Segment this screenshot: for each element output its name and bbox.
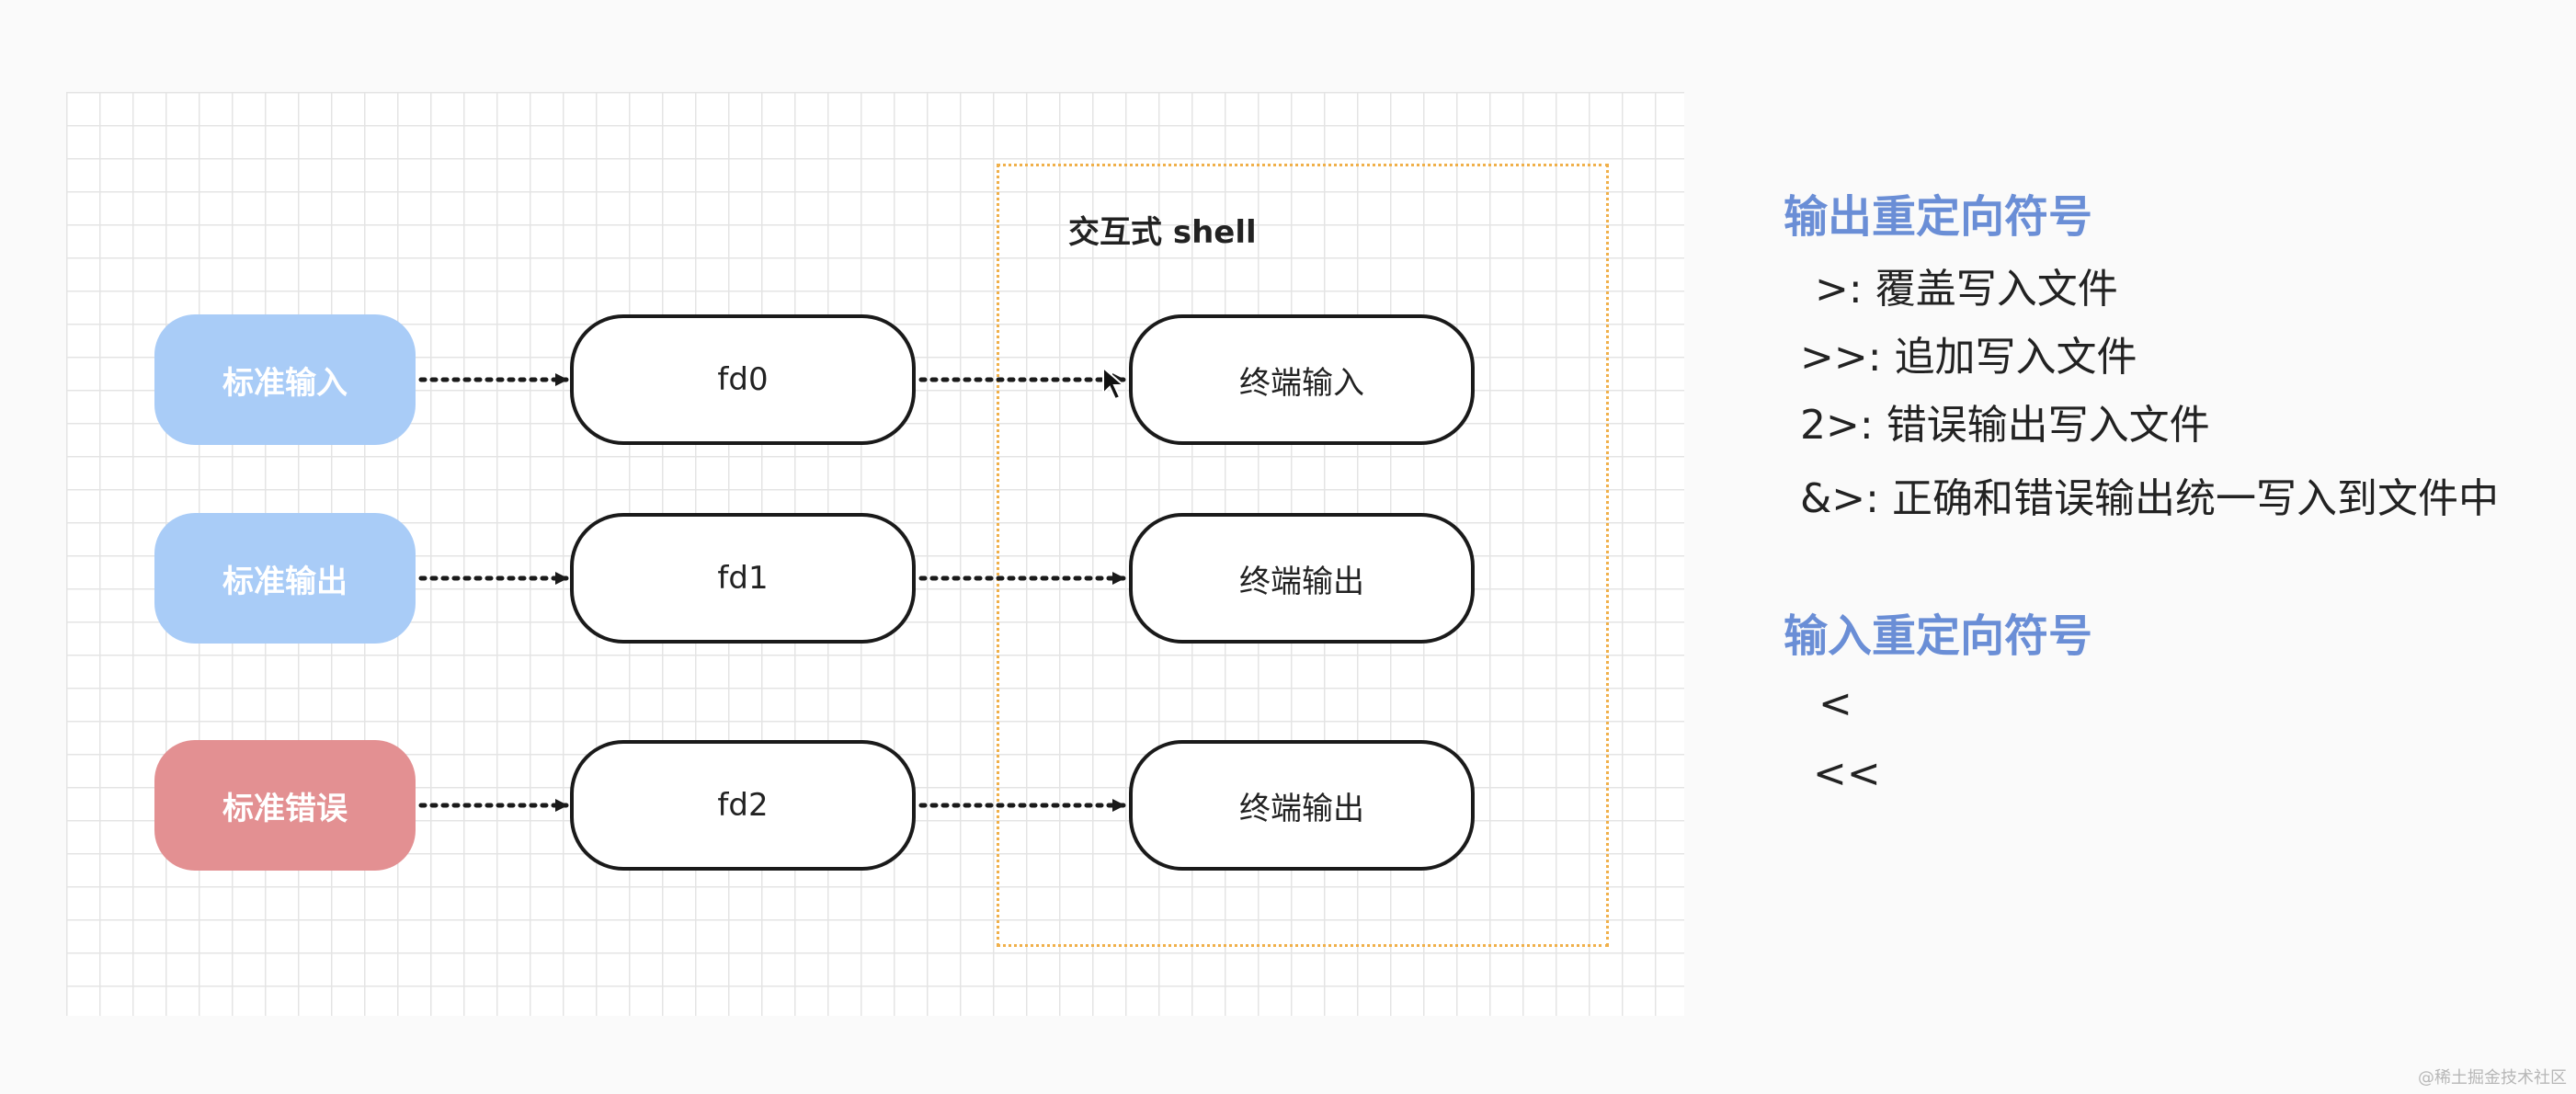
input-redirect-title: 输入重定向符号 <box>1784 610 2093 662</box>
input-item-less-than: < <box>1818 680 1852 727</box>
output-item-desc: 覆盖写入文件 <box>1875 266 2118 313</box>
output-item-desc: 错误输出写入文件 <box>1886 402 2210 449</box>
interactive-shell-box <box>997 164 1609 947</box>
terminal-error-output-node: 终端输出 <box>1129 740 1475 871</box>
fd1-node: fd1 <box>570 513 916 644</box>
output-item-both: &>: 正确和错误输出统一写入到文件中 <box>1800 465 2499 524</box>
stderr-node: 标准错误 <box>154 740 416 871</box>
watermark: @稀土掘金技术社区 <box>2418 1068 2567 1088</box>
mouse-cursor-icon <box>1102 365 1126 401</box>
output-item-append: >>: 追加写入文件 <box>1800 324 2137 382</box>
output-item-symbol: 2>: <box>1800 402 1874 449</box>
output-item-symbol: >: <box>1815 266 1863 313</box>
terminal-input-node: 终端输入 <box>1129 314 1475 445</box>
output-redirect-title: 输出重定向符号 <box>1784 191 2093 243</box>
fd0-node: fd0 <box>570 314 916 445</box>
shell-label: 交互式 shell <box>1068 214 1257 251</box>
output-item-stderr: 2>: 错误输出写入文件 <box>1800 392 2210 450</box>
stdin-node: 标准输入 <box>154 314 416 445</box>
terminal-output-node: 终端输出 <box>1129 513 1475 644</box>
output-item-desc: 追加写入文件 <box>1894 334 2137 381</box>
output-item-overwrite: >: 覆盖写入文件 <box>1815 256 2118 314</box>
input-item-heredoc: << <box>1813 750 1881 797</box>
output-item-desc: 正确和错误输出统一写入到文件中 <box>1892 475 2500 522</box>
output-item-symbol: >>: <box>1800 334 1882 381</box>
output-item-symbol: &>: <box>1800 475 1880 522</box>
fd2-node: fd2 <box>570 740 916 871</box>
stdout-node: 标准输出 <box>154 513 416 644</box>
